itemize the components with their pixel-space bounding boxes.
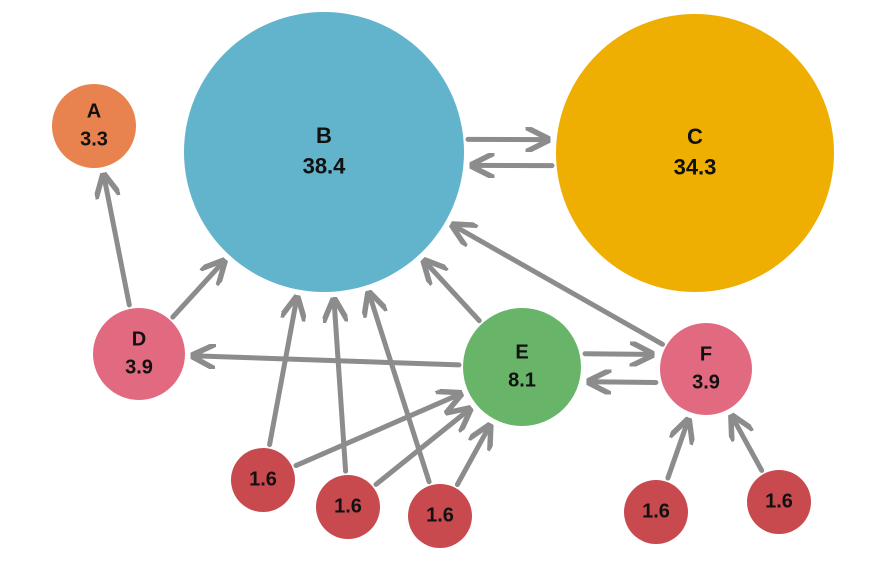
node-name: C [687,124,703,149]
node-circle [747,470,811,534]
node-circle [463,308,581,426]
node-circle [408,484,472,548]
edge-n1-to-E [293,394,461,469]
edge-E-to-F [582,354,652,355]
edge-F-to-E [589,382,659,383]
edge-n1-to-B [267,298,297,448]
node-circle [184,12,464,292]
node-n1: 1.6 [231,448,295,512]
node-circle [660,323,752,415]
node-name: F [700,344,712,366]
node-F: F 3.9 [660,323,752,415]
node-name: B [316,123,332,148]
edge-n2-to-B [334,300,349,474]
node-value: 1.6 [426,504,454,526]
edge-E-to-B [424,261,482,324]
node-name: E [515,342,528,364]
node-value: 8.1 [508,370,536,392]
node-name: A [87,101,101,123]
edge-E-to-D [193,356,462,365]
node-circle [231,448,295,512]
edge-n4-to-F [665,420,688,481]
node-A: A 3.3 [52,84,136,168]
node-B: B 38.4 [184,12,464,292]
edge-n3-to-E [454,426,489,487]
node-value: 38.4 [303,154,347,179]
node-circle [52,84,136,168]
node-n4: 1.6 [624,480,688,544]
node-value: 1.6 [642,500,670,522]
node-D: D 3.9 [93,308,185,400]
edge-D-to-A [104,175,132,308]
edge-n5-to-F [732,416,765,473]
edge-n3-to-B [369,293,432,485]
node-value: 34.3 [674,155,717,180]
node-circle [556,14,834,292]
node-circle [93,308,185,400]
node-value: 1.6 [334,495,362,517]
node-value: 3.3 [80,129,108,151]
edges-layer [104,139,765,487]
edge-D-to-B [170,261,224,320]
node-C: C 34.3 [556,14,834,292]
node-n2: 1.6 [316,475,380,539]
node-value: 3.9 [125,357,153,379]
node-name: D [132,329,146,351]
node-value: 1.6 [765,490,793,512]
node-n3: 1.6 [408,484,472,548]
nodes-layer: A 3.3 B 38.4 C 34.3D 3.9 E 8.1 F 3.9 1.6 1.6 1.6 1.6 1.… [52,12,834,548]
edge-n2-to-E [373,409,470,487]
node-value: 3.9 [692,372,720,394]
node-E: E 8.1 [463,308,581,426]
node-value: 1.6 [249,468,277,490]
node-circle [624,480,688,544]
node-n5: 1.6 [747,470,811,534]
node-circle [316,475,380,539]
edge-F-to-B [453,225,665,347]
